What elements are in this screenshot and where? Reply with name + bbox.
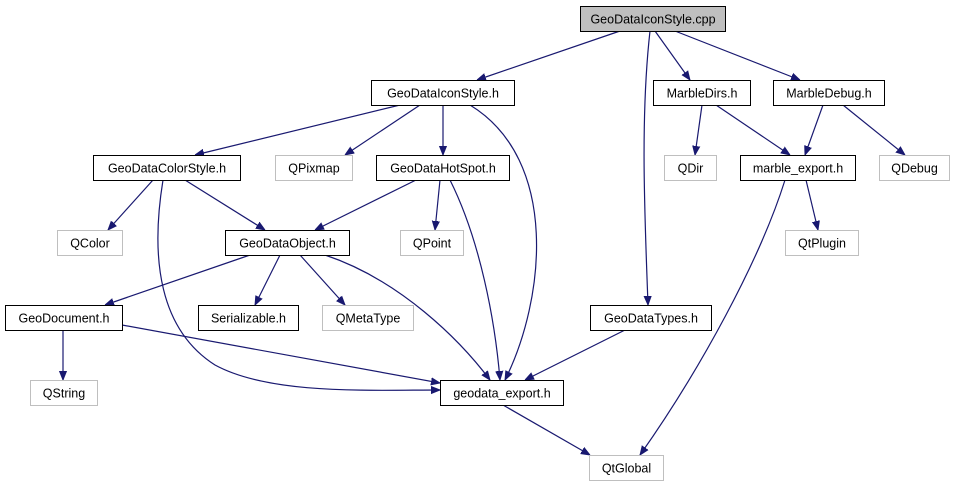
edge-object-to-document — [105, 254, 251, 305]
edge-hotspot-to-qpoint — [435, 179, 441, 230]
edge-colorstyle-to-object — [184, 179, 265, 230]
edge-colorstyle-to-geodata_export — [157, 179, 440, 390]
node-serializable[interactable]: Serializable.h — [198, 305, 299, 331]
node-label: MarbleDebug.h — [786, 87, 872, 101]
node-qpixmap[interactable]: QPixmap — [275, 155, 353, 181]
node-box — [30, 380, 98, 406]
node-qcolor[interactable]: QColor — [57, 230, 123, 256]
node-document[interactable]: GeoDocument.h — [5, 305, 123, 331]
node-box — [198, 305, 299, 331]
node-marble-export[interactable]: marble_export.h — [740, 155, 856, 181]
edges-layer — [63, 30, 905, 455]
node-label: QDir — [678, 162, 704, 176]
node-label: QtPlugin — [798, 237, 846, 251]
node-box — [376, 155, 510, 181]
node-qdir[interactable]: QDir — [664, 155, 717, 181]
node-box — [785, 230, 859, 256]
node-box — [93, 155, 241, 181]
node-label: GeoDataColorStyle.h — [108, 162, 226, 176]
node-box — [225, 230, 350, 256]
node-label: QString — [43, 387, 85, 401]
edge-object-to-geodata_export — [324, 254, 490, 380]
node-qtglobal[interactable]: QtGlobal — [589, 455, 664, 481]
node-box — [589, 455, 664, 481]
edge-types-to-geodata_export — [525, 329, 626, 380]
node-box — [371, 80, 515, 106]
node-qpoint[interactable]: QPoint — [400, 230, 464, 256]
node-box — [400, 230, 464, 256]
node-label: GeoDataHotSpot.h — [390, 162, 496, 176]
node-label: QtGlobal — [602, 462, 651, 476]
node-label: QDebug — [891, 162, 938, 176]
edge-root-to-marbledirs — [654, 30, 690, 80]
node-box — [773, 80, 885, 106]
node-label: MarbleDirs.h — [667, 87, 738, 101]
node-marbledebug[interactable]: MarbleDebug.h — [773, 80, 885, 106]
node-qmetatype[interactable]: QMetaType — [322, 305, 414, 331]
node-box — [590, 305, 712, 331]
node-box — [5, 305, 123, 331]
node-geodata-export[interactable]: geodata_export.h — [440, 380, 564, 406]
node-box — [580, 6, 726, 32]
node-hotspot[interactable]: GeoDataHotSpot.h — [376, 155, 510, 181]
edge-object-to-serializable — [255, 254, 281, 305]
node-label: GeoDocument.h — [18, 312, 109, 326]
edge-marble_export-to-qtplugin — [805, 179, 818, 230]
node-box — [879, 155, 950, 181]
edge-geodata_export-to-qtglobal — [502, 404, 590, 455]
node-colorstyle[interactable]: GeoDataColorStyle.h — [93, 155, 241, 181]
node-marbledirs[interactable]: MarbleDirs.h — [653, 80, 751, 106]
node-types[interactable]: GeoDataTypes.h — [590, 305, 712, 331]
node-label: GeoDataIconStyle.h — [387, 87, 499, 101]
node-label: Serializable.h — [211, 312, 286, 326]
edge-colorstyle-to-qcolor — [108, 179, 154, 230]
edge-iconstyle_h-to-qpixmap — [345, 104, 421, 155]
node-object[interactable]: GeoDataObject.h — [225, 230, 350, 256]
edge-marble_export-to-qtglobal — [640, 179, 786, 455]
edge-marbledebug-to-marble_export — [805, 104, 824, 155]
node-label: GeoDataTypes.h — [604, 312, 698, 326]
node-box — [740, 155, 856, 181]
edge-marbledirs-to-qdir — [695, 104, 703, 155]
node-label: GeoDataObject.h — [239, 237, 336, 251]
edge-iconstyle_h-to-colorstyle — [195, 104, 401, 155]
edge-hotspot-to-object — [315, 179, 417, 231]
node-qstring[interactable]: QString — [30, 380, 98, 406]
node-root[interactable]: GeoDataIconStyle.cpp — [580, 6, 726, 32]
node-box — [322, 305, 414, 331]
node-box — [440, 380, 564, 406]
edge-object-to-qmetatype — [299, 254, 345, 305]
edge-marbledebug-to-qdebug — [842, 104, 905, 155]
node-label: GeoDataIconStyle.cpp — [590, 13, 715, 27]
node-box — [275, 155, 353, 181]
node-label: QMetaType — [336, 312, 401, 326]
node-qtplugin[interactable]: QtPlugin — [785, 230, 859, 256]
edge-root-to-marbledebug — [674, 30, 800, 81]
node-iconstyle-h[interactable]: GeoDataIconStyle.h — [371, 80, 515, 106]
node-qdebug[interactable]: QDebug — [879, 155, 950, 181]
edge-hotspot-to-geodata_export — [449, 179, 500, 380]
node-label: marble_export.h — [753, 162, 843, 176]
node-label: QColor — [70, 237, 110, 251]
edge-marbledirs-to-marble_export — [715, 104, 790, 155]
edge-root-to-iconstyle_h — [477, 30, 621, 80]
node-label: QPixmap — [288, 162, 339, 176]
edge-iconstyle_h-to-geodata_export — [469, 104, 538, 380]
node-box — [653, 80, 751, 106]
edge-root-to-types — [644, 30, 650, 305]
edge-document-to-geodata_export — [121, 324, 440, 383]
node-box — [57, 230, 123, 256]
node-label: geodata_export.h — [453, 387, 550, 401]
node-label: QPoint — [413, 237, 452, 251]
node-box — [664, 155, 717, 181]
